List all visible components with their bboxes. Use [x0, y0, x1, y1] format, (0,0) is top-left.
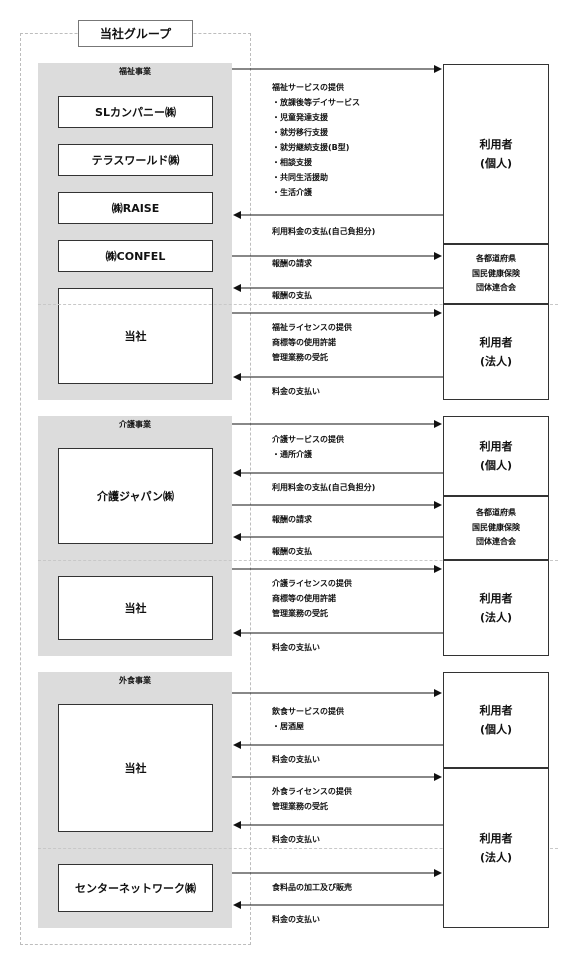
section-care-label: 介護事業	[119, 420, 151, 429]
label-food-license: 外食ライセンスの提供 管理業務の受託	[272, 784, 352, 814]
label-line: 商標等の使用許諾	[272, 338, 336, 347]
recipient-type: (法人)	[479, 611, 513, 624]
recipient-user-corporate-food: 利用者 (法人)	[443, 768, 549, 928]
entity-kaigo-japan: 介護ジャパン㈱	[58, 448, 213, 544]
label-care-reward: 報酬の支払	[272, 547, 312, 556]
label-line: 介護ライセンスの提供	[272, 579, 352, 588]
label-line: ・就労移行支援	[272, 128, 328, 137]
section-welfare-label: 福祉事業	[119, 67, 151, 76]
label-line: ・共同生活援助	[272, 173, 328, 182]
label-care-claim: 報酬の請求	[272, 515, 312, 524]
label-food-license-fee: 料金の支払い	[272, 835, 320, 844]
label-line: 福祉サービスの提供	[272, 83, 344, 92]
entity-raise: ㈱RAISE	[58, 192, 213, 224]
label-care-fee: 利用料金の支払(自己負担分)	[272, 483, 376, 492]
recipient-user-corporate-care: 利用者 (法人)	[443, 560, 549, 656]
label-line: ・放課後等デイサービス	[272, 98, 360, 107]
label-line: ・就労継続支援(B型)	[272, 143, 350, 152]
recipient-prefecture-care: 各都道府県 国民健康保険 団体連合会	[443, 496, 549, 560]
recipient-user-individual-food: 利用者 (個人)	[443, 672, 549, 768]
label-food-services: 飲食サービスの提供 ・居酒屋	[272, 704, 344, 734]
label-line: ・児童発達支援	[272, 113, 328, 122]
entity-confel: ㈱CONFEL	[58, 240, 213, 272]
recipient-type: (法人)	[479, 355, 513, 368]
recipient-label: 利用者	[479, 137, 513, 151]
recipient-user-corporate-welfare: 利用者 (法人)	[443, 304, 549, 400]
label-food-processing-fee: 料金の支払い	[272, 915, 320, 924]
separator-care	[38, 560, 558, 561]
separator-food	[38, 848, 558, 849]
recipient-line: 団体連合会	[476, 283, 516, 293]
label-line: 管理業務の受託	[272, 609, 328, 618]
recipient-type: (個人)	[479, 459, 513, 472]
recipient-user-individual-care: 利用者 (個人)	[443, 416, 549, 496]
label-line: 外食ライセンスの提供	[272, 787, 352, 796]
recipient-prefecture-welfare: 各都道府県 国民健康保険 団体連合会	[443, 244, 549, 304]
label-line: ・居酒屋	[272, 722, 304, 731]
recipient-type: (個人)	[479, 723, 513, 736]
label-line: 福祉ライセンスの提供	[272, 323, 352, 332]
recipient-line: 各都道府県	[476, 254, 516, 264]
label-line: 管理業務の受託	[272, 802, 328, 811]
entity-terras-world: テラスワールド㈱	[58, 144, 213, 176]
entity-company-food: 当社	[58, 704, 213, 832]
label-care-license-fee: 料金の支払い	[272, 643, 320, 652]
recipient-type: (法人)	[479, 851, 513, 864]
recipient-type: (個人)	[479, 157, 513, 170]
recipient-line: 国民健康保険	[472, 522, 520, 532]
recipient-label: 利用者	[479, 439, 513, 453]
entity-sl-company: SLカンパニー㈱	[58, 96, 213, 128]
label-line: 介護サービスの提供	[272, 435, 344, 444]
label-welfare-license-fee: 料金の支払い	[272, 387, 320, 396]
recipient-user-individual-welfare: 利用者 (個人)	[443, 64, 549, 244]
entity-company-care: 当社	[58, 576, 213, 640]
entity-center-network: センターネットワーク㈱	[58, 864, 213, 912]
section-food-label: 外食事業	[119, 676, 151, 685]
label-line: 商標等の使用許諾	[272, 594, 336, 603]
label-food-processing: 食料品の加工及び販売	[272, 883, 352, 892]
label-line: ・生活介護	[272, 188, 312, 197]
label-welfare-fee: 利用料金の支払(自己負担分)	[272, 227, 376, 236]
recipient-label: 利用者	[479, 591, 513, 605]
recipient-line: 団体連合会	[476, 537, 516, 547]
recipient-line: 国民健康保険	[472, 268, 520, 278]
group-title: 当社グループ	[78, 20, 193, 47]
label-line: ・通所介護	[272, 450, 312, 459]
label-welfare-claim: 報酬の請求	[272, 259, 312, 268]
label-welfare-reward: 報酬の支払	[272, 291, 312, 300]
label-care-services: 介護サービスの提供 ・通所介護	[272, 432, 344, 462]
label-line: 飲食サービスの提供	[272, 707, 344, 716]
recipient-label: 利用者	[479, 831, 513, 845]
label-line: ・相談支援	[272, 158, 312, 167]
label-welfare-services: 福祉サービスの提供 ・放課後等デイサービス ・児童発達支援 ・就労移行支援 ・就…	[272, 80, 360, 200]
separator-welfare	[38, 304, 558, 305]
label-welfare-license: 福祉ライセンスの提供 商標等の使用許諾 管理業務の受託	[272, 320, 352, 365]
recipient-line: 各都道府県	[476, 508, 516, 518]
label-line: 管理業務の受託	[272, 353, 328, 362]
recipient-label: 利用者	[479, 335, 513, 349]
recipient-label: 利用者	[479, 703, 513, 717]
label-care-license: 介護ライセンスの提供 商標等の使用許諾 管理業務の受託	[272, 576, 352, 621]
label-food-fee: 料金の支払い	[272, 755, 320, 764]
